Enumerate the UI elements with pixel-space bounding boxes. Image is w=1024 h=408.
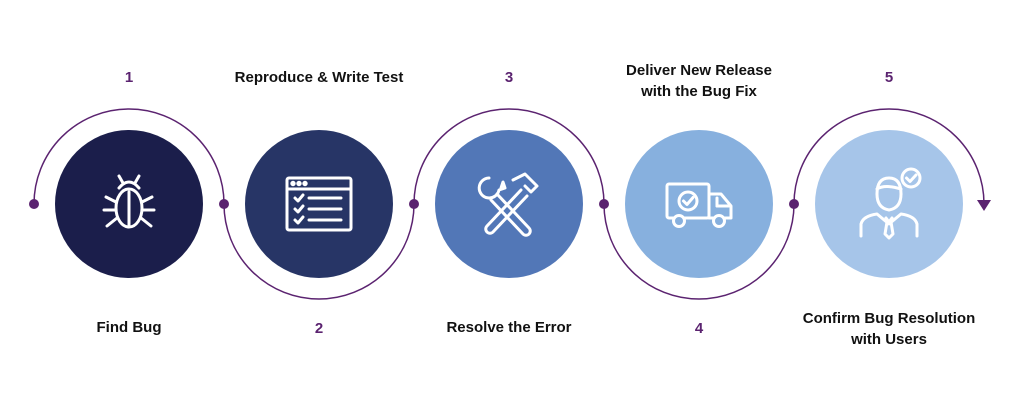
user-check-icon	[859, 167, 922, 240]
step-5-circle	[815, 130, 963, 278]
connector-dot	[599, 199, 609, 209]
step-4-number: 4	[694, 320, 704, 337]
connector-dot	[29, 199, 39, 209]
step-3-number: 3	[504, 69, 514, 86]
step-5-label: Confirm Bug Resolution with Users	[802, 310, 976, 348]
connector-dot	[409, 199, 419, 209]
delivery-truck-icon	[665, 182, 733, 228]
connector-arrowhead	[977, 200, 991, 211]
step-2-label: Reproduce & Write Test	[234, 69, 404, 86]
step-4-circle	[625, 130, 773, 278]
wrench-hammer-icon	[477, 172, 539, 237]
step-2-circle	[245, 130, 393, 278]
step-2-number: 2	[314, 320, 324, 337]
step-5-number: 5	[884, 69, 894, 86]
step-3-circle	[435, 130, 583, 278]
test-window-checklist-icon	[285, 176, 353, 232]
step-4-label: Deliver New Release with the Bug Fix	[626, 62, 772, 100]
step-3-label: Resolve the Error	[446, 319, 572, 336]
step-1-label: Find Bug	[96, 319, 162, 336]
step-1-number: 1	[124, 69, 134, 86]
bug-icon	[102, 174, 156, 229]
step-1-circle	[55, 130, 203, 278]
connector-dot	[789, 199, 799, 209]
connector-dot	[219, 199, 229, 209]
